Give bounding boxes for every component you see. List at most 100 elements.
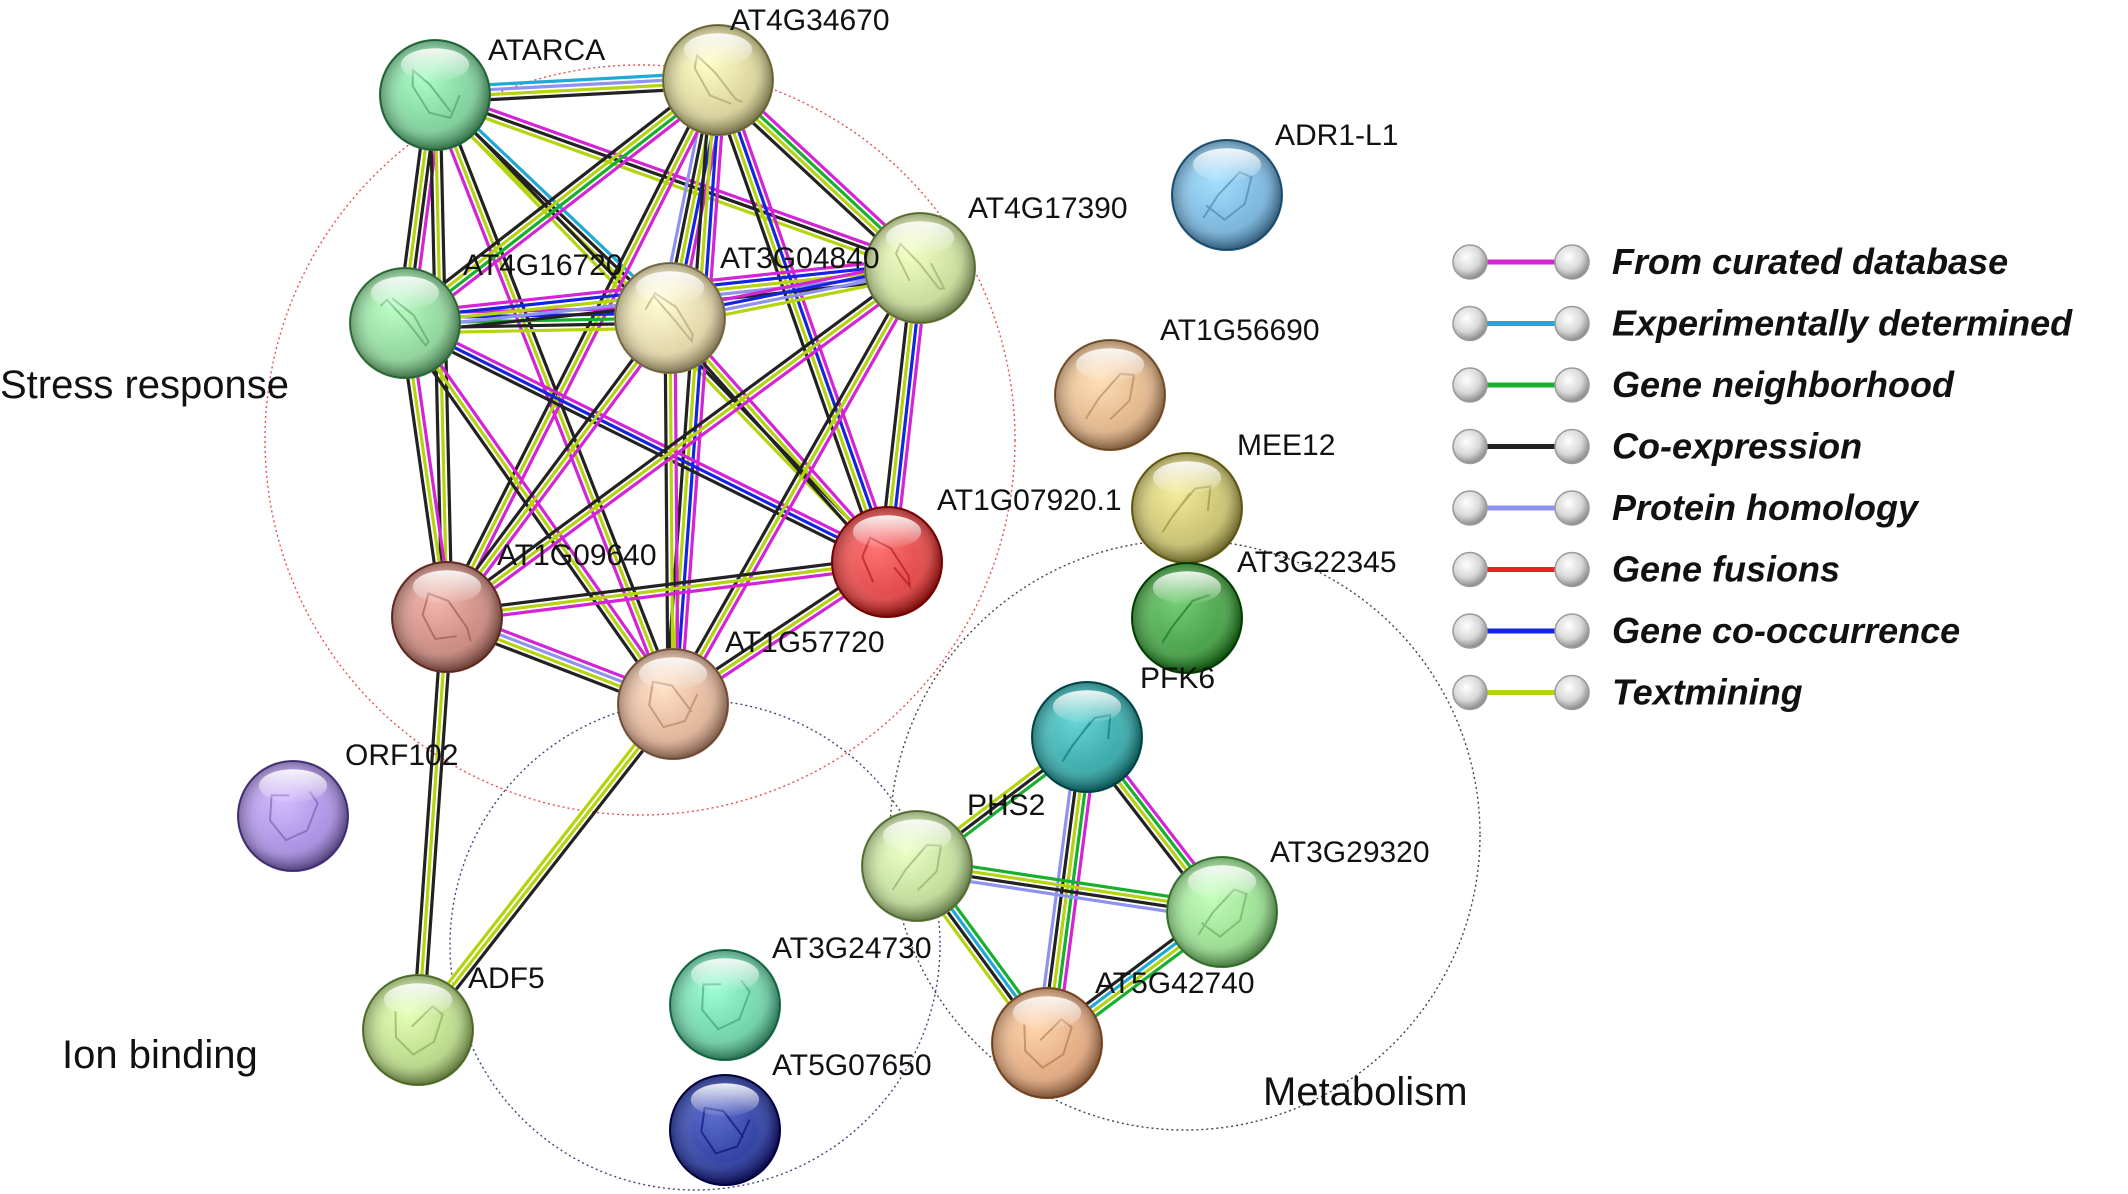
edge-strand-textmining — [401, 76, 719, 323]
edge-strand-coexpression — [667, 263, 918, 704]
edge-strand-coexpression — [398, 72, 716, 319]
edge-AT1G09640-ADF5 — [411, 615, 454, 1032]
edge-strand-curated — [407, 84, 725, 331]
cluster-label-ion: Ion binding — [62, 1033, 258, 1077]
node-AT3G24730[interactable]: AT3G24730 — [669, 932, 932, 1061]
node-AT3G22345[interactable]: AT3G22345 — [1131, 546, 1397, 674]
node-ADF5[interactable]: ADF5 — [362, 962, 545, 1086]
node-label-MEE12: MEE12 — [1237, 429, 1335, 462]
edge-strand-coexpression — [433, 93, 922, 270]
legend-label: From curated database — [1612, 241, 2008, 282]
node-label-AT3G29320: AT3G29320 — [1270, 836, 1430, 869]
edge-strand-textmining — [412, 699, 671, 1029]
edge-strand-coexpression — [663, 316, 670, 706]
node-AT5G42740[interactable]: AT5G42740 — [991, 967, 1255, 1099]
node-AT5G07650[interactable]: AT5G07650 — [669, 1049, 932, 1186]
legend-label: Co-expression — [1612, 426, 1862, 467]
node-MEE12[interactable]: MEE12 — [1131, 429, 1335, 564]
edge-AT4G17390-AT1G57720 — [667, 263, 926, 709]
node-highlight — [400, 48, 470, 82]
edge-strand-textmining — [416, 702, 675, 1032]
edge-strand-coexpression — [440, 76, 716, 617]
edge-strand-coexpression — [411, 615, 444, 1032]
legend-item-coexpression: Co-expression — [1452, 426, 1862, 467]
node-AT3G29320[interactable]: AT3G29320 — [1166, 836, 1430, 968]
node-highlight — [1075, 348, 1145, 382]
node-label-AT4G34670: AT4G34670 — [730, 4, 890, 37]
node-label-ORF102: ORF102 — [345, 739, 458, 772]
node-highlight — [852, 515, 922, 549]
edge-strand-curated — [435, 88, 924, 265]
legend-ball-icon — [1554, 490, 1590, 526]
legend-ball-icon — [1452, 428, 1488, 465]
legend-label: Textmining — [1612, 672, 1803, 713]
node-highlight — [690, 958, 760, 992]
node-AT4G16720[interactable]: AT4G16720 — [349, 249, 623, 379]
edge-strand-coexpression — [421, 615, 454, 1032]
edge-strand-textmining — [445, 316, 672, 619]
node-label-ADR1-L1: ADR1-L1 — [1275, 119, 1398, 152]
legend-ball-icon — [1452, 490, 1488, 526]
edge-strand-coexpression — [442, 262, 919, 615]
node-label-AT1G57720: AT1G57720 — [725, 626, 885, 659]
node-AT3G04840[interactable]: AT3G04840 — [614, 242, 880, 374]
edge-strand-curated — [407, 318, 679, 703]
node-AT1G07920.1[interactable]: AT1G07920.1 — [831, 484, 1122, 618]
legend-label: Gene fusions — [1612, 549, 1840, 590]
node-highlight — [412, 570, 482, 604]
cluster-label-metab: Metabolism — [1263, 1070, 1468, 1114]
node-PFK6[interactable]: PFK6 — [1031, 662, 1215, 793]
edge-strand-textmining — [714, 79, 887, 565]
edge-strand-coexpression — [399, 324, 671, 709]
node-label-AT3G22345: AT3G22345 — [1237, 546, 1397, 579]
edge-strand-curated — [678, 78, 728, 707]
node-label-ADF5: ADF5 — [468, 962, 545, 995]
edge-strand-textmining — [445, 560, 889, 619]
node-label-ATARCA: ATARCA — [488, 34, 605, 67]
edge-strand-neighborhood — [404, 80, 722, 327]
node-label-AT5G42740: AT5G42740 — [1095, 967, 1255, 1000]
edge-strand-cooccurrence — [673, 78, 723, 706]
legend-ball-icon — [1452, 244, 1488, 280]
edge-strand-curated — [673, 316, 680, 706]
node-label-AT1G56690: AT1G56690 — [1160, 314, 1320, 347]
node-AT1G56690[interactable]: AT1G56690 — [1054, 314, 1320, 451]
edge-ATARCA-AT4G17390 — [431, 88, 924, 275]
node-highlight — [1052, 690, 1122, 724]
node-highlight — [1152, 571, 1222, 605]
edge-strand-coexpression — [709, 80, 882, 567]
node-ATARCA[interactable]: ATARCA — [379, 34, 605, 151]
node-ADR1-L1[interactable]: ADR1-L1 — [1171, 119, 1398, 251]
edge-AT4G34670-AT1G09640 — [440, 76, 725, 621]
legend-ball-icon — [1554, 613, 1590, 649]
edge-AT4G16720-AT1G57720 — [399, 318, 679, 709]
node-label-AT4G16720: AT4G16720 — [463, 249, 623, 282]
edge-AT3G04840-AT1G09640 — [441, 313, 676, 622]
node-ORF102[interactable]: ORF102 — [237, 739, 458, 872]
node-AT1G57720[interactable]: AT1G57720 — [617, 626, 885, 760]
node-AT1G09640[interactable]: AT1G09640 — [391, 539, 657, 673]
node-AT4G34670[interactable]: AT4G34670 — [662, 4, 890, 136]
node-highlight — [1152, 461, 1222, 495]
node-highlight — [683, 33, 753, 67]
node-label-PFK6: PFK6 — [1140, 662, 1215, 695]
node-highlight — [882, 819, 952, 853]
node-label-AT1G07920.1: AT1G07920.1 — [937, 484, 1122, 517]
node-highlight — [383, 983, 453, 1017]
node-PHS2[interactable]: PHS2 — [861, 789, 1045, 922]
legend-label: Protein homology — [1612, 487, 1920, 528]
legend-ball-icon — [1452, 305, 1488, 342]
edge-strand-curated — [675, 268, 926, 709]
edge-strand-coexpression — [401, 325, 887, 569]
node-label-PHS2: PHS2 — [967, 789, 1045, 822]
legend-label: Gene co-occurrence — [1612, 610, 1960, 651]
node-highlight — [1187, 865, 1257, 899]
edge-strand-textmining — [433, 93, 675, 706]
node-highlight — [885, 221, 955, 255]
node-highlight — [638, 657, 708, 691]
node-AT4G17390[interactable]: AT4G17390 — [864, 192, 1128, 324]
